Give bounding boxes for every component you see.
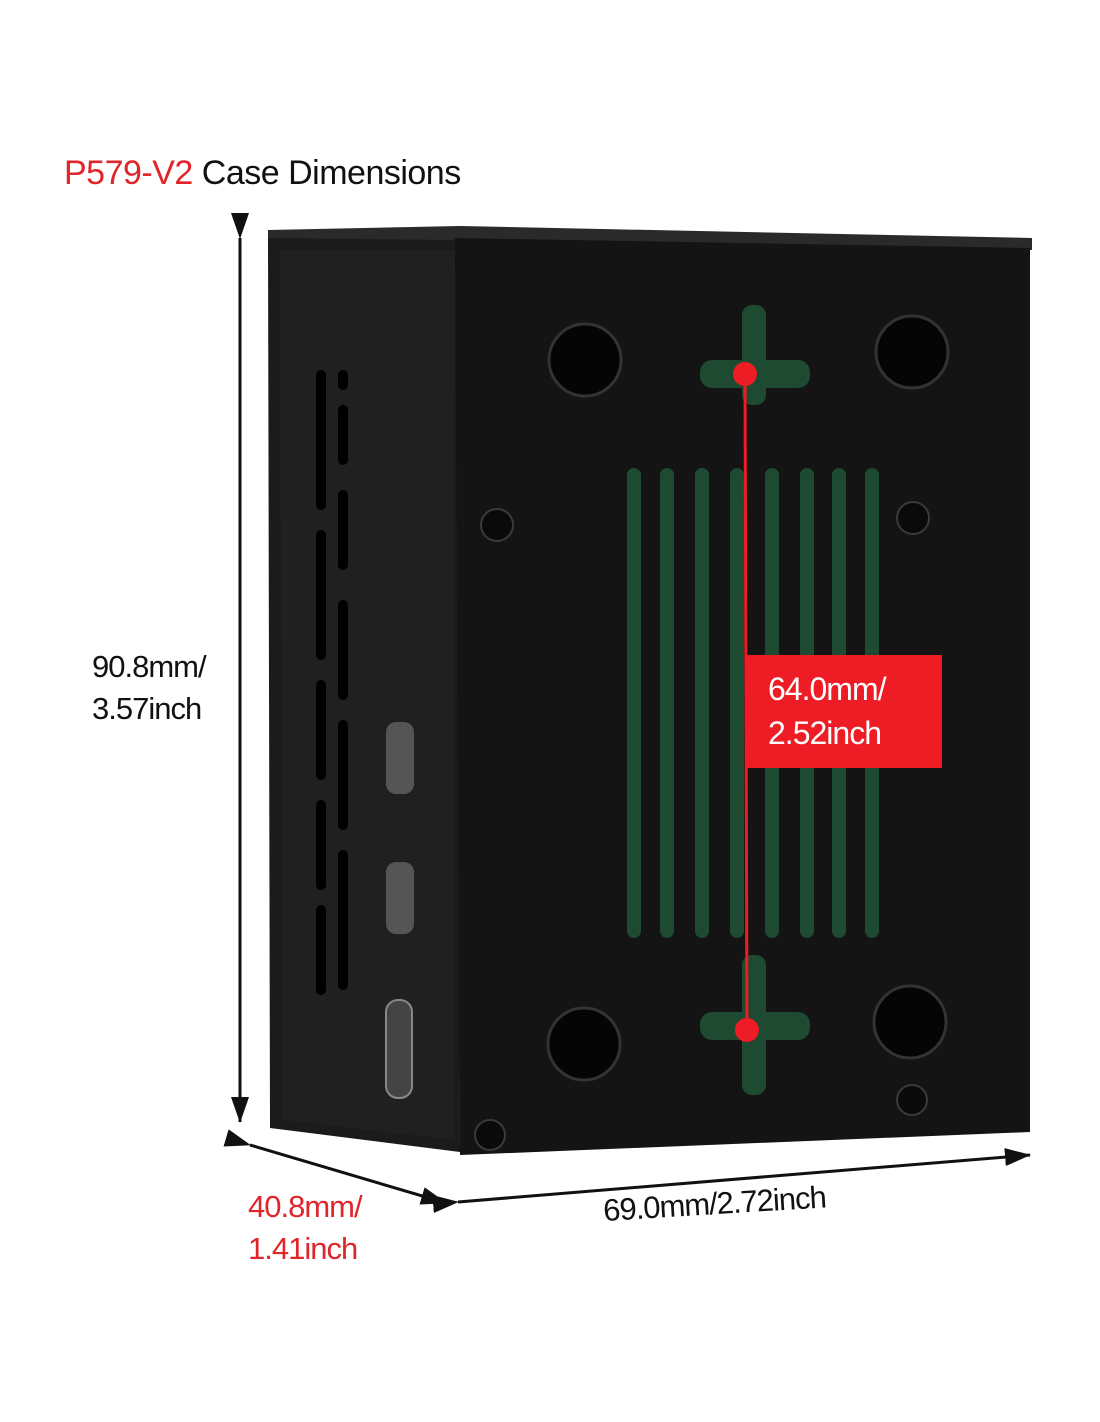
height-inch: 3.57inch bbox=[92, 691, 202, 726]
hole-spacing-label: 64.0mm/ 2.52inch bbox=[745, 655, 942, 768]
width-arrow bbox=[432, 1148, 1031, 1214]
side-ports bbox=[385, 722, 414, 1099]
hole-spacing-inch: 2.52inch bbox=[768, 715, 882, 751]
depth-inch: 1.41inch bbox=[248, 1231, 358, 1266]
rubber-feet bbox=[546, 314, 950, 1082]
model-name: P579-V2 bbox=[64, 154, 193, 192]
depth-mm: 40.8mm/ bbox=[248, 1189, 363, 1224]
screws bbox=[474, 501, 930, 1151]
page-title: P579-V2 Case Dimensions bbox=[64, 154, 461, 193]
depth-label: 40.8mm/ 1.41inch bbox=[248, 1186, 363, 1270]
side-vents bbox=[316, 370, 348, 995]
height-label: 90.8mm/ 3.57inch bbox=[92, 646, 207, 730]
title-text: Case Dimensions bbox=[201, 154, 461, 192]
depth-arrow bbox=[223, 1129, 447, 1205]
hole-spacing-mm: 64.0mm/ bbox=[768, 671, 886, 707]
case-top-lip bbox=[268, 226, 1032, 250]
height-mm: 90.8mm/ bbox=[92, 649, 207, 684]
